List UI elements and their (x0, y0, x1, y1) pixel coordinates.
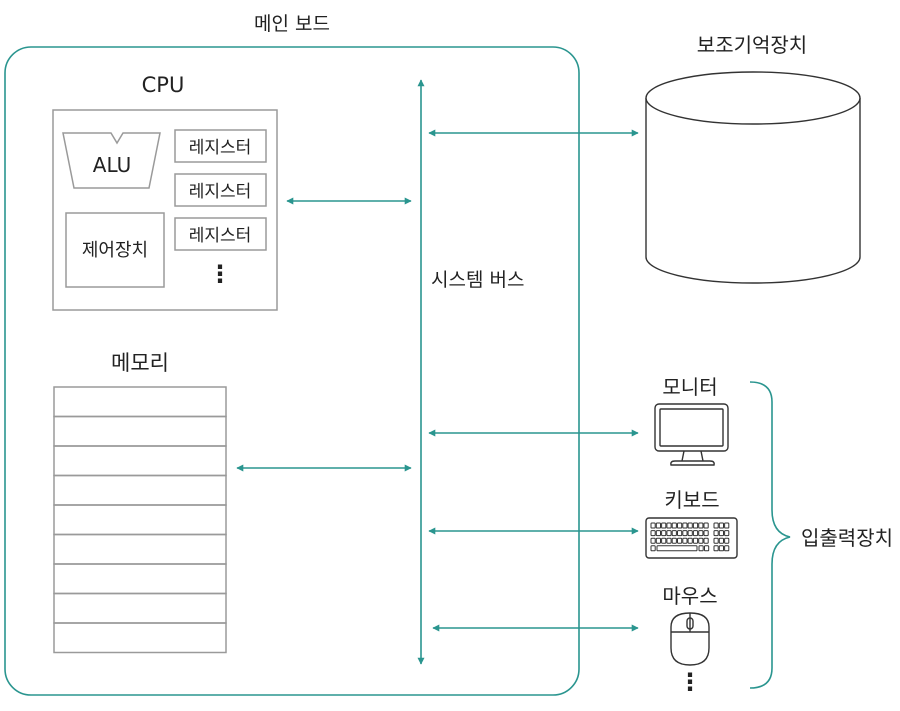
monitor-device: 모니터 (654, 375, 729, 466)
keyboard-key (718, 537, 724, 544)
keyboard-key (682, 537, 688, 544)
memory-cell (53, 415, 227, 447)
cylinder-icon (645, 71, 861, 284)
keyboard-key (666, 537, 672, 544)
monitor-icon (654, 403, 729, 466)
keyboard-key (703, 537, 709, 544)
mouse-label: 마우스 (662, 584, 717, 608)
keyboard-key (687, 537, 693, 544)
register-label: 레지스터 (189, 226, 252, 246)
memory-cell (53, 386, 227, 418)
keyboard-key (655, 530, 661, 537)
memory-rows (53, 386, 227, 654)
memory-cell (53, 563, 227, 595)
keyboard-key (661, 530, 667, 537)
main-board-frame (4, 46, 580, 696)
keyboard-key (718, 530, 724, 537)
keyboard-key (687, 522, 693, 529)
keyboard-label: 키보드 (664, 488, 719, 512)
keyboard-key (698, 530, 704, 537)
cpu-block: CPU ALU 제어장치 레지스터 레지스터 레지스터 ⋮ (52, 73, 278, 311)
keyboard-key (713, 545, 719, 552)
keyboard-key (671, 530, 677, 537)
register-label: 레지스터 (189, 182, 252, 202)
keyboard-key (724, 530, 730, 537)
keyboard-key (713, 530, 719, 537)
register-label: 레지스터 (189, 138, 252, 158)
main-board: 메인 보드 (4, 13, 580, 696)
keyboard-key (650, 545, 656, 552)
mouse-device: 마우스 ⋮ (662, 584, 717, 696)
keyboard-key (666, 530, 672, 537)
keyboard-key (671, 522, 677, 529)
memory-cell (53, 622, 227, 654)
keyboard-key (698, 537, 704, 544)
keyboard-key (661, 522, 667, 529)
io-group-label: 입출력장치 (801, 526, 893, 550)
keyboard-key (677, 537, 683, 544)
keyboard-key (724, 522, 730, 529)
secondary-storage: 보조기억장치 (645, 33, 861, 284)
memory-block: 메모리 (53, 351, 227, 654)
keyboard-key (692, 522, 699, 529)
control-unit-label: 제어장치 (82, 240, 148, 261)
cpu-title: CPU (142, 73, 185, 97)
keyboard-key (671, 537, 677, 544)
keyboard-key (718, 522, 724, 529)
keyboard-key (682, 522, 688, 529)
keyboard-key (677, 530, 683, 537)
keyboard-key (655, 522, 661, 529)
keyboard-key (666, 522, 672, 529)
keyboard-key (687, 530, 693, 537)
memory-cell (53, 504, 227, 536)
keyboard-key (704, 545, 710, 552)
register-box (174, 129, 267, 163)
keyboard-key (703, 530, 709, 537)
monitor-label: 모니터 (662, 375, 717, 399)
storage-title: 보조기억장치 (697, 33, 807, 57)
control-unit-box (65, 212, 165, 288)
keyboard-key (724, 545, 730, 552)
system-bus: 시스템 버스 (417, 79, 524, 665)
keyboard-key (713, 522, 719, 529)
keyboard-key (650, 530, 656, 537)
keyboard-key (724, 537, 730, 544)
alu-label: ALU (93, 153, 131, 177)
mouse-icon (670, 612, 710, 666)
keyboard-key (713, 537, 719, 544)
keyboard-key (661, 537, 667, 544)
memory-cell (53, 533, 227, 565)
cpu-box (52, 109, 278, 311)
io-group: 입출력장치 (749, 381, 893, 689)
keyboard-key (698, 522, 704, 529)
memory-cell (53, 592, 227, 624)
keyboard-key (655, 537, 661, 544)
memory-title: 메모리 (111, 351, 169, 375)
keyboard-key (703, 522, 709, 529)
keyboard-key (698, 545, 704, 552)
keyboard-key (682, 530, 688, 537)
memory-cell (53, 445, 227, 477)
register-box (174, 217, 267, 251)
register-box (174, 173, 267, 207)
main-board-title: 메인 보드 (254, 13, 330, 35)
keyboard-keys (650, 522, 730, 552)
keyboard-key (650, 537, 656, 544)
keyboard-key (692, 530, 699, 537)
keyboard-device: 키보드 (645, 488, 738, 559)
keyboard-key (677, 522, 683, 529)
system-bus-label: 시스템 버스 (431, 269, 524, 291)
keyboard-key (650, 522, 656, 529)
io-brace (749, 381, 791, 689)
keyboard-key (692, 537, 699, 544)
keyboard-key (718, 545, 724, 552)
register-more-dots: ⋮ (208, 260, 232, 288)
keyboard-key (656, 545, 698, 552)
alu-shape (62, 132, 161, 189)
keyboard-icon (645, 517, 738, 559)
io-more-dots: ⋮ (678, 668, 702, 696)
memory-cell (53, 474, 227, 506)
